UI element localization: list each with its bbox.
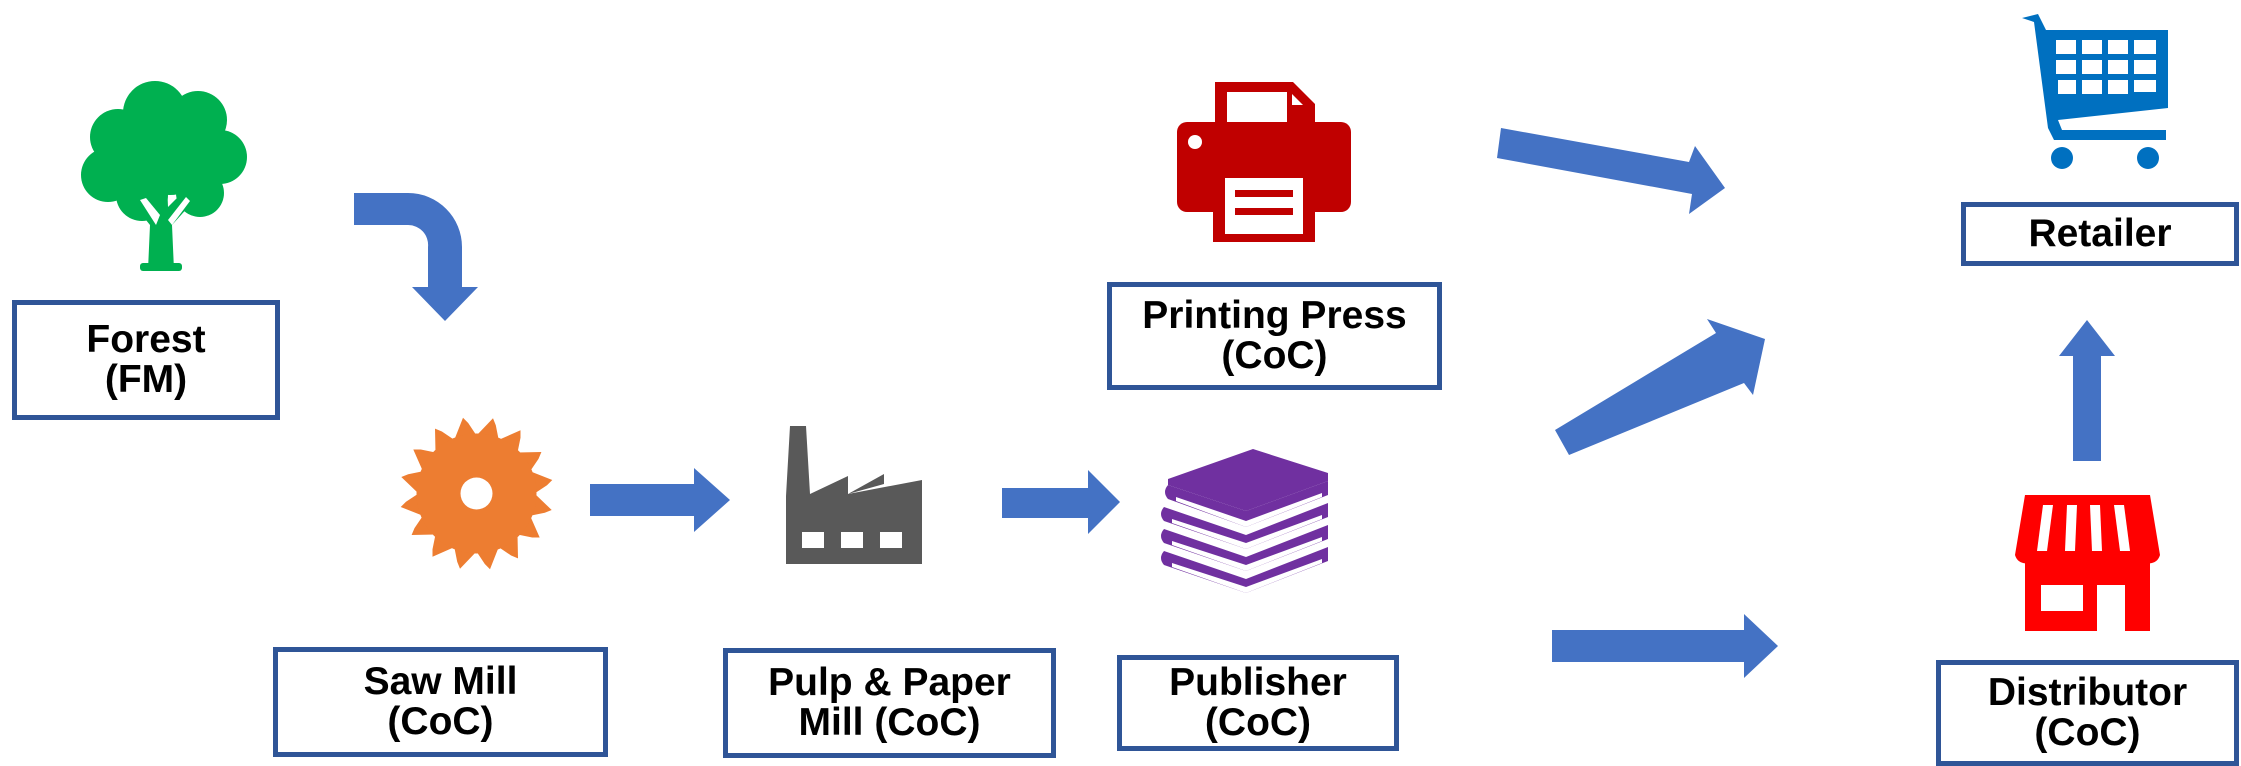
- distributor-label-box: Distributor (CoC): [1936, 660, 2239, 766]
- publisher-sublabel: (CoC): [1204, 701, 1312, 744]
- forest-label-box: Forest (FM): [12, 300, 280, 420]
- printer-icon: [1177, 82, 1351, 242]
- pulp-label-box: Pulp & Paper Mill (CoC): [723, 648, 1056, 758]
- books-icon: [1161, 449, 1328, 593]
- printing-sublabel: (CoC): [1221, 334, 1328, 377]
- arrow-sawmill-to-pulp: [590, 468, 730, 532]
- arrow-distributor-to-retailer: [2059, 320, 2115, 461]
- distributor-sublabel: (CoC): [2034, 711, 2141, 754]
- forest-sublabel: (FM): [104, 358, 188, 401]
- printing-label: Printing Press: [1142, 294, 1407, 337]
- arrow-pulp-to-publisher: [1002, 470, 1120, 534]
- saw-blade-icon: [400, 417, 553, 570]
- distributor-label: Distributor: [1987, 671, 2188, 714]
- arrow-printing-to-retailer: [1497, 128, 1725, 214]
- factory-icon: [786, 426, 922, 564]
- sawmill-sublabel: (CoC): [387, 700, 494, 743]
- printing-label-box: Printing Press (CoC): [1107, 282, 1442, 390]
- pulp-sublabel: Mill (CoC): [798, 701, 981, 744]
- sawmill-label: Saw Mill: [363, 660, 518, 703]
- arrow-publisher-to-distributor: [1552, 614, 1778, 678]
- sawmill-label-box: Saw Mill (CoC): [273, 647, 608, 757]
- retailer-label-box: Retailer: [1961, 202, 2239, 266]
- pulp-label: Pulp & Paper: [768, 661, 1011, 704]
- tree-icon: [81, 81, 247, 271]
- arrow-publisher-to-retailer: [1555, 319, 1765, 455]
- publisher-label-box: Publisher (CoC): [1117, 655, 1399, 751]
- retailer-label: Retailer: [2028, 212, 2172, 255]
- shopping-cart-icon: [2022, 14, 2168, 169]
- arrow-forest-to-sawmill: [354, 193, 478, 321]
- forest-label: Forest: [86, 318, 206, 361]
- storefront-icon: [2015, 495, 2160, 631]
- publisher-label: Publisher: [1169, 661, 1347, 704]
